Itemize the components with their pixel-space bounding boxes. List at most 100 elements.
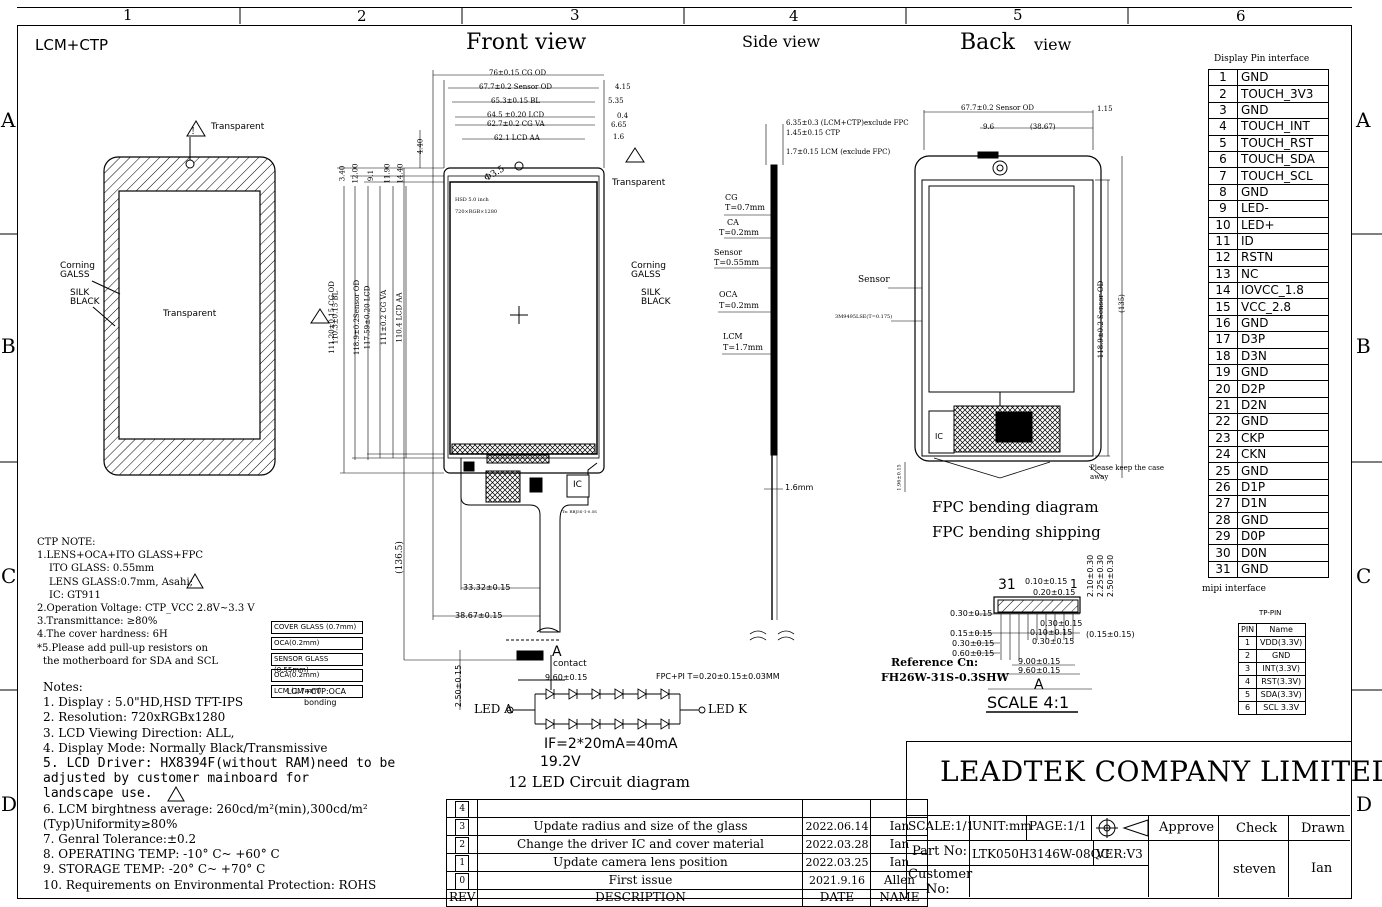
pin-signal: VCC_2.8 [1237,298,1329,316]
pin-number: 29 [1208,527,1238,546]
side-dim: 1.7±0.15 LCM (exclude FPC) [786,148,891,156]
rev-number: 2 [445,835,479,854]
tb-line [1026,815,1027,840]
col-label: 6 [1236,7,1246,25]
keep-note: Please keep the case [1090,464,1164,472]
rev-desc: Update camera lens position [477,853,804,872]
back-dim: 1.15 [1097,105,1113,113]
corning-label: GALSS [60,270,90,280]
tp-pin: 6 [1237,701,1258,715]
tb-line [1093,840,1094,865]
warning-icons [167,572,204,802]
pin-number: 15 [1208,298,1238,316]
tp-header: Name [1256,623,1307,637]
tb-customer: Customer [908,867,973,882]
dim-vertical: 12.00 [351,163,360,184]
stack-caption: LCM+CTP:OCA [287,687,346,696]
rev-number: 0 [445,871,479,890]
rev-name: Allen [870,871,929,890]
conn-dim: 0.30±0.15 [952,639,995,648]
rev-number: 1 [445,853,479,872]
pin-table-footer: mipi interface [1202,584,1266,594]
pin-number: 11 [1208,232,1238,251]
dim-196: 1.96±0.15 [896,464,903,491]
dim-33: 33.32±0.15 [463,583,511,592]
pin-number: 21 [1208,396,1238,415]
rev-date: 2021.9.16 [802,871,872,890]
transparent-front: Transparent [612,178,666,188]
silk-label: BLACK [70,297,100,307]
back-view-suffix: view [1034,35,1072,54]
ref-part: FH26W-31S-0.3SHW [881,671,1009,684]
front-view-title: Front view [466,30,587,55]
pin-signal: RSTN [1237,249,1329,267]
left-glass-drawing: ! [91,120,276,476]
layer-thick: T=0.2mm [719,301,759,310]
rev-number: 3 [445,817,479,836]
pin-number: 1 [1208,68,1238,87]
row-label: D [1,792,18,816]
dim-text: 4.15 [615,83,631,91]
dim-vertical: 9.1 [367,169,376,182]
back-sensor-label: Sensor [858,275,890,285]
row-label: B [1356,334,1371,358]
side-dim: 6.35±0.3 (LCM+CTP)exclude FPC [786,119,909,127]
tb-check: Check [1236,821,1278,836]
rev-header: NAME [870,889,929,907]
pin-signal: D3P [1237,331,1329,349]
silk-front: BLACK [641,297,671,307]
detail-a: A [1034,677,1044,693]
transparent-label: Transparent [211,122,265,132]
dim-text: 0.4 [617,112,629,120]
pin-signal: TOUCH_3V3 [1237,85,1329,103]
back-tape-label: 3M9495LSE(T=0.175) [835,314,893,320]
scale-4-1: SCALE 4:1 [987,693,1070,712]
general-notes: Notes: 1. Display : 5.0"HD,HSD TFT-IPS 2… [43,680,396,892]
tb-approve: Approve [1159,820,1215,835]
back-ic-label: IC [935,432,943,441]
side-dim: 1.45±0.15 CTP [786,129,840,137]
pin-signal: GND [1237,68,1329,87]
dim-text: 6.65 [611,121,627,129]
lcd-info: 720×RGB×1280 [455,209,498,215]
row-label: C [1,564,17,588]
tb-ver: VER:V3 [1096,847,1143,861]
pin-signal: TOUCH_RST [1237,134,1329,152]
silk-front: SILK [641,288,661,298]
tb-drawn: Drawn [1301,821,1345,836]
tb-scale: SCALE:1/1 [908,819,975,833]
row-label: C [1356,564,1372,588]
svg-text:!: ! [191,127,195,137]
layer-thick: T=0.7mm [725,203,765,212]
pin-number: 31 [1208,560,1238,579]
rev-header: REV [445,889,479,907]
rev-date: 2022.03.25 [802,853,872,872]
detail-a-callout: A [552,644,562,660]
connector-detail-drawing [975,596,1092,713]
conn-pin31: 31 [998,577,1016,593]
conn-dim-v: 2.25±0.30 [1096,554,1106,598]
ctp-notes: CTP NOTE: 1.LENS+OCA+ITO GLASS+FPC ITO G… [37,537,255,667]
dim-vertical: 11.90 [383,163,392,184]
pin-number: 16 [1208,314,1238,333]
back-dim: 67.7±0.2 Sensor OD [961,104,1034,112]
back-dim: 9.6 [983,123,995,131]
dim-vertical: 110.3±0.15 BL [331,290,340,345]
conn-dim: 0.60±0.15 [952,649,995,658]
pin-signal: TOUCH_SDA [1237,150,1329,169]
rev-date: 2022.03.28 [802,835,872,854]
tp-name: SCL 3.3V [1256,701,1307,715]
rev-name: Ian [870,835,929,854]
pin-signal: GND [1237,560,1329,579]
pin-number: 25 [1208,462,1238,480]
tp-name: GND [1256,649,1307,663]
